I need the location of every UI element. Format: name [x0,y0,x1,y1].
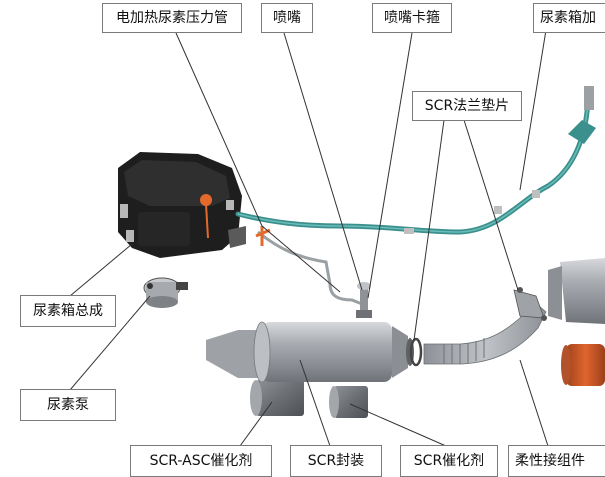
label-urea-pump: 尿素泵 [20,389,116,421]
label-text: SCR-ASC催化剂 [149,453,253,469]
label-text: 尿素箱加 [540,10,596,26]
dpf-assembly-partial-icon [548,258,605,324]
heater-partial-icon [561,344,605,386]
label-nozzle-clamp: 喷嘴卡箍 [372,3,452,33]
leader-lines [69,29,549,447]
label-text: SCR法兰垫片 [424,98,510,114]
scr-flange-gasket-icon [409,337,423,367]
label-text: SCR封装 [307,453,365,469]
label-text: 喷嘴 [273,10,301,26]
flexible-connector-icon [423,287,547,365]
label-scr-flange-gasket: SCR法兰垫片 [412,91,522,121]
label-text: SCR催化剂 [413,453,485,469]
label-text: 电加热尿素压力管 [116,10,228,26]
urea-pump-icon [143,277,188,308]
label-text: 尿素箱总成 [33,303,103,319]
label-scr-asc-catalyst: SCR-ASC催化剂 [130,445,272,477]
label-scr-package: SCR封装 [290,445,382,477]
label-text: 尿素泵 [47,397,89,413]
scr-package-icon [206,321,414,383]
urea-tank-assembly-icon [118,152,246,258]
label-urea-tank-partial: 尿素箱加 [533,3,605,33]
label-urea-tank-assembly: 尿素箱总成 [20,295,116,327]
label-heated-urea-pressure-pipe: 电加热尿素压力管 [102,3,242,33]
heated-urea-pressure-pipe-icon [235,86,596,306]
scr-asc-catalyst-icon [250,380,304,416]
scr-catalyst-icon [329,386,368,418]
label-text: 柔性接组件 [515,453,585,469]
label-flexible-connector-partial: 柔性接组件 [508,445,605,477]
label-nozzle: 喷嘴 [261,3,313,33]
label-scr-catalyst: SCR催化剂 [400,445,498,477]
label-text: 喷嘴卡箍 [384,10,440,26]
